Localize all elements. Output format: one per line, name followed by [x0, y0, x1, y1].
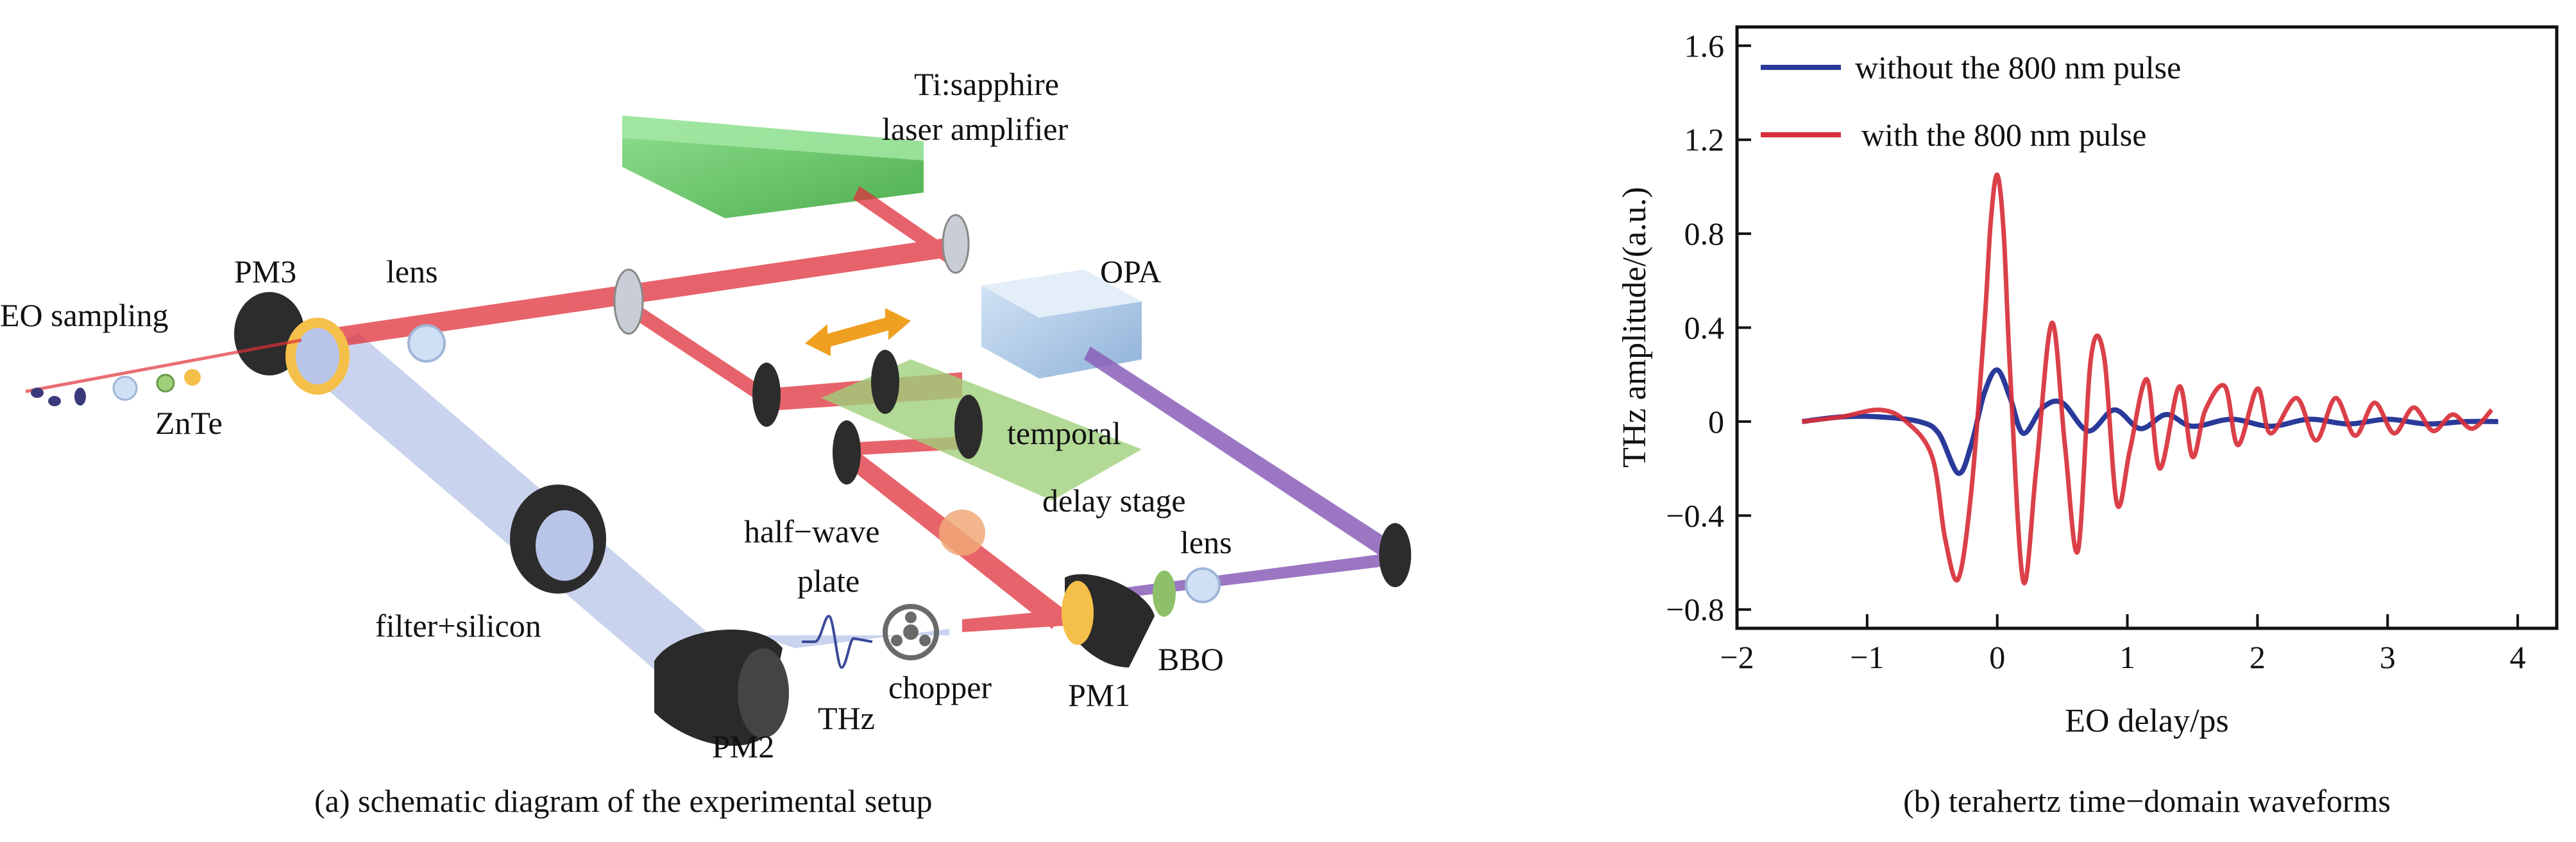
y-tick-label: 0 — [1708, 404, 1724, 440]
caption-b: (b) terahertz time−domain waveforms — [1903, 783, 2391, 819]
legend: without the 800 nm pulse with the 800 nm … — [1761, 49, 2181, 153]
setup-schematic: Ti:sapphire laser amplifier OPA PM3 lens… — [0, 66, 1411, 819]
x-tick-label: 3 — [2380, 639, 2396, 675]
x-tick-label: 0 — [1989, 639, 2005, 675]
label-pm1: PM1 — [1068, 677, 1130, 713]
caption-a: (a) schematic diagram of the experimenta… — [314, 783, 932, 819]
x-tick-label: 2 — [2250, 639, 2266, 675]
pm2-mirror — [654, 630, 789, 746]
thz-waveform-icon — [802, 614, 873, 669]
lens-right-optic — [1185, 567, 1221, 603]
eo-sampling-optics — [25, 338, 302, 406]
chopper-wheel — [883, 604, 939, 660]
label-znte: ZnTe — [155, 405, 223, 441]
label-eo-sampling: EO sampling — [0, 297, 168, 333]
y-axis-title: THz amplitude/(a.u.) — [1616, 187, 1653, 468]
y-tick-label: 1.6 — [1684, 28, 1725, 64]
label-plate: plate — [797, 563, 860, 599]
label-lens-right: lens — [1180, 524, 1232, 560]
label-thz: THz — [818, 700, 875, 736]
label-pm2: PM2 — [712, 728, 774, 764]
pm1-mirror — [1062, 574, 1155, 667]
label-filter-silicon: filter+silicon — [375, 608, 541, 644]
stage-arrow — [805, 308, 911, 356]
label-lens-top: lens — [386, 253, 438, 289]
y-tick-label: 1.2 — [1684, 122, 1725, 158]
ticks-layer: −2 −1 0 1 2 3 4 −0.8 −0.4 0 0.4 0.8 1.2 1.6 — [1666, 28, 2525, 675]
y-tick-label: 0.4 — [1684, 310, 1725, 346]
legend-label: without the 800 nm pulse — [1855, 49, 2181, 85]
plot-frame — [1735, 25, 2559, 630]
mirrors — [752, 350, 1411, 587]
y-tick-label: −0.8 — [1666, 592, 1724, 628]
lens-top-optic — [407, 324, 446, 363]
x-tick-label: 1 — [2119, 639, 2135, 675]
y-tick-label: 0.8 — [1684, 216, 1725, 252]
label-bbo: BBO — [1158, 641, 1224, 677]
half-wave-plate-optic — [939, 510, 985, 556]
label-ti-sapphire: Ti:sapphire — [914, 66, 1059, 102]
opa-box — [981, 270, 1142, 379]
label-half-wave: half−wave — [744, 513, 879, 549]
legend-label: with the 800 nm pulse — [1861, 117, 2146, 153]
series-layer — [1801, 173, 2498, 586]
label-temporal: temporal — [1007, 415, 1121, 451]
label-delay-stage: delay stage — [1042, 483, 1186, 519]
laser-amplifier — [622, 116, 924, 218]
series-line-with-800nm — [1802, 173, 2494, 586]
x-axis-title: EO delay/ps — [2065, 703, 2229, 739]
label-laser-amplifier: laser amplifier — [882, 111, 1068, 147]
thz-waveform-chart: −2 −1 0 1 2 3 4 −0.8 −0.4 0 0.4 0.8 1.2 1.6 without t… — [1616, 25, 2559, 819]
beam-opa — [1084, 347, 1398, 600]
label-opa: OPA — [1100, 253, 1161, 289]
x-tick-label: −2 — [1720, 639, 1754, 675]
label-pm3: PM3 — [234, 253, 296, 289]
beam-splitters — [613, 214, 970, 335]
x-tick-label: 4 — [2510, 639, 2526, 675]
x-tick-label: −1 — [1850, 639, 1884, 675]
pm3-mirror — [234, 292, 350, 395]
label-chopper: chopper — [888, 669, 992, 705]
y-tick-label: −0.4 — [1666, 497, 1724, 533]
series-line-without-800nm — [1801, 367, 2498, 476]
thz-beam — [292, 334, 718, 680]
bbo-crystal — [1153, 571, 1176, 617]
filter-silicon-optic — [510, 485, 606, 594]
